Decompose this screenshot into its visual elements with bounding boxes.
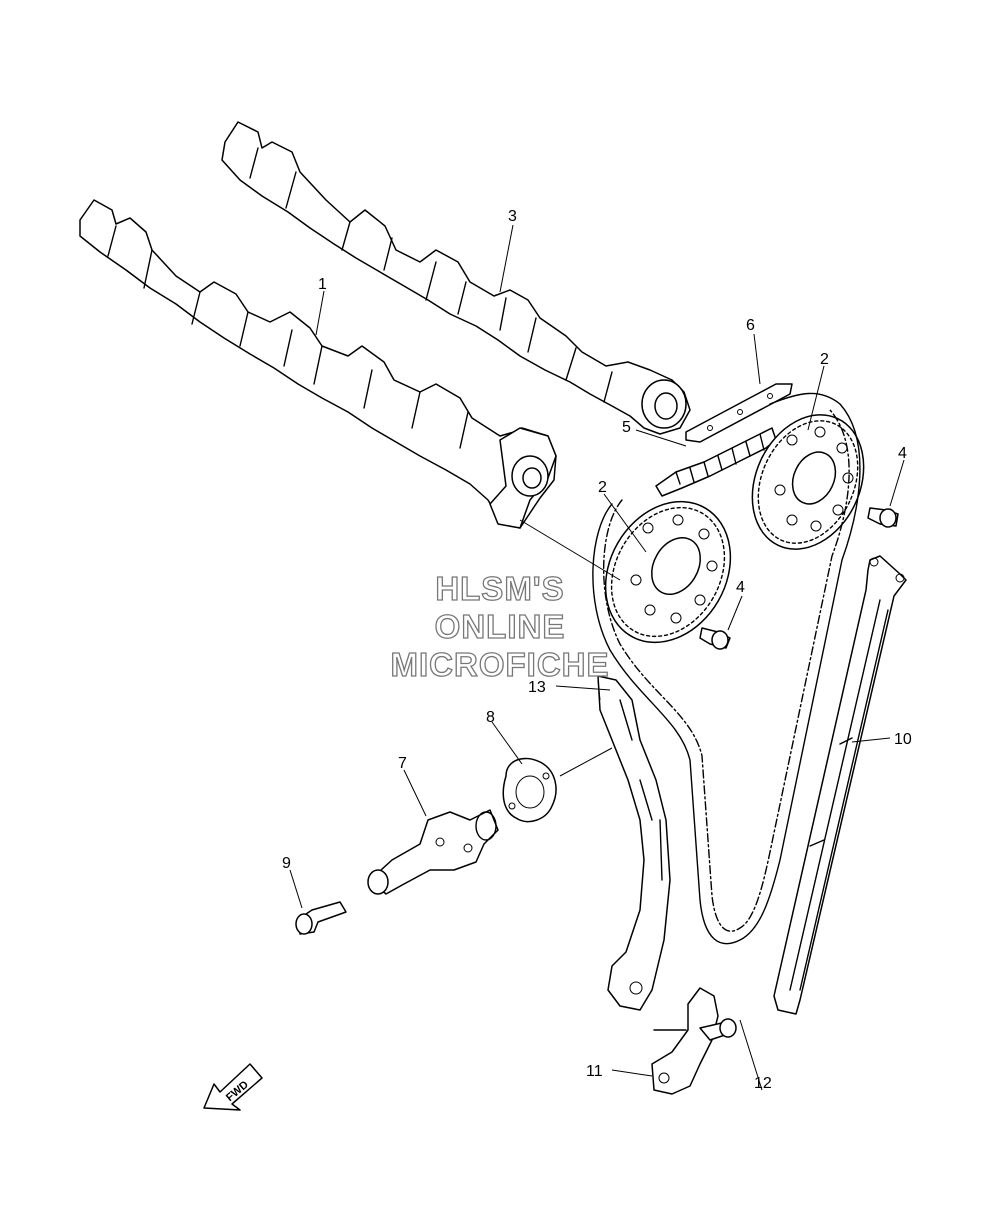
sprocket-bolt-left[interactable] [699, 627, 731, 650]
callout-10: 10 [894, 731, 912, 748]
cam-sprocket-left[interactable] [581, 479, 755, 665]
callout-2b: 2 [598, 479, 607, 496]
leader-lines [289, 224, 905, 1091]
callout-12: 12 [754, 1075, 772, 1092]
chain-tensioner[interactable] [367, 809, 499, 895]
callout-7: 7 [398, 755, 407, 772]
watermark-line2: ONLINE [435, 608, 566, 645]
callout-4b: 4 [736, 579, 745, 596]
sprocket-bolt-right[interactable] [867, 507, 899, 528]
callout-6: 6 [746, 317, 755, 334]
callout-5: 5 [622, 419, 631, 436]
callout-1: 1 [318, 276, 327, 293]
callout-11: 11 [586, 1063, 603, 1080]
tensioner-bolt[interactable] [295, 901, 347, 935]
cam-sprocket-right[interactable] [731, 397, 884, 568]
callouts: 1 2 2 3 4 4 5 6 7 8 9 10 11 12 13 [282, 208, 912, 1092]
tensioner-gasket[interactable] [502, 757, 557, 823]
chain-guide-exhaust[interactable] [773, 555, 907, 1015]
watermark-line3: MICROFICHE [391, 646, 610, 683]
guide-stopper-bracket[interactable] [651, 987, 719, 1095]
callout-13: 13 [528, 679, 546, 696]
timing-chain-links[interactable] [655, 427, 777, 497]
fwd-arrow-icon: FWD [203, 1063, 263, 1111]
callout-9: 9 [282, 855, 291, 872]
camshaft-intake[interactable] [79, 199, 557, 529]
callout-2a: 2 [820, 351, 829, 368]
callout-4a: 4 [898, 445, 907, 462]
chain-guide-intake[interactable] [597, 675, 671, 1011]
watermark-line1: HLSM'S [435, 570, 564, 607]
callout-3: 3 [508, 208, 517, 225]
camshaft-exhaust[interactable] [221, 121, 691, 435]
bracket-bolt[interactable] [699, 1018, 737, 1041]
watermark: HLSM'S ONLINE MICROFICHE [390, 569, 610, 683]
timing-chain-loop [592, 392, 861, 945]
chain-guide-upper[interactable] [685, 383, 793, 443]
callout-8: 8 [486, 709, 495, 726]
